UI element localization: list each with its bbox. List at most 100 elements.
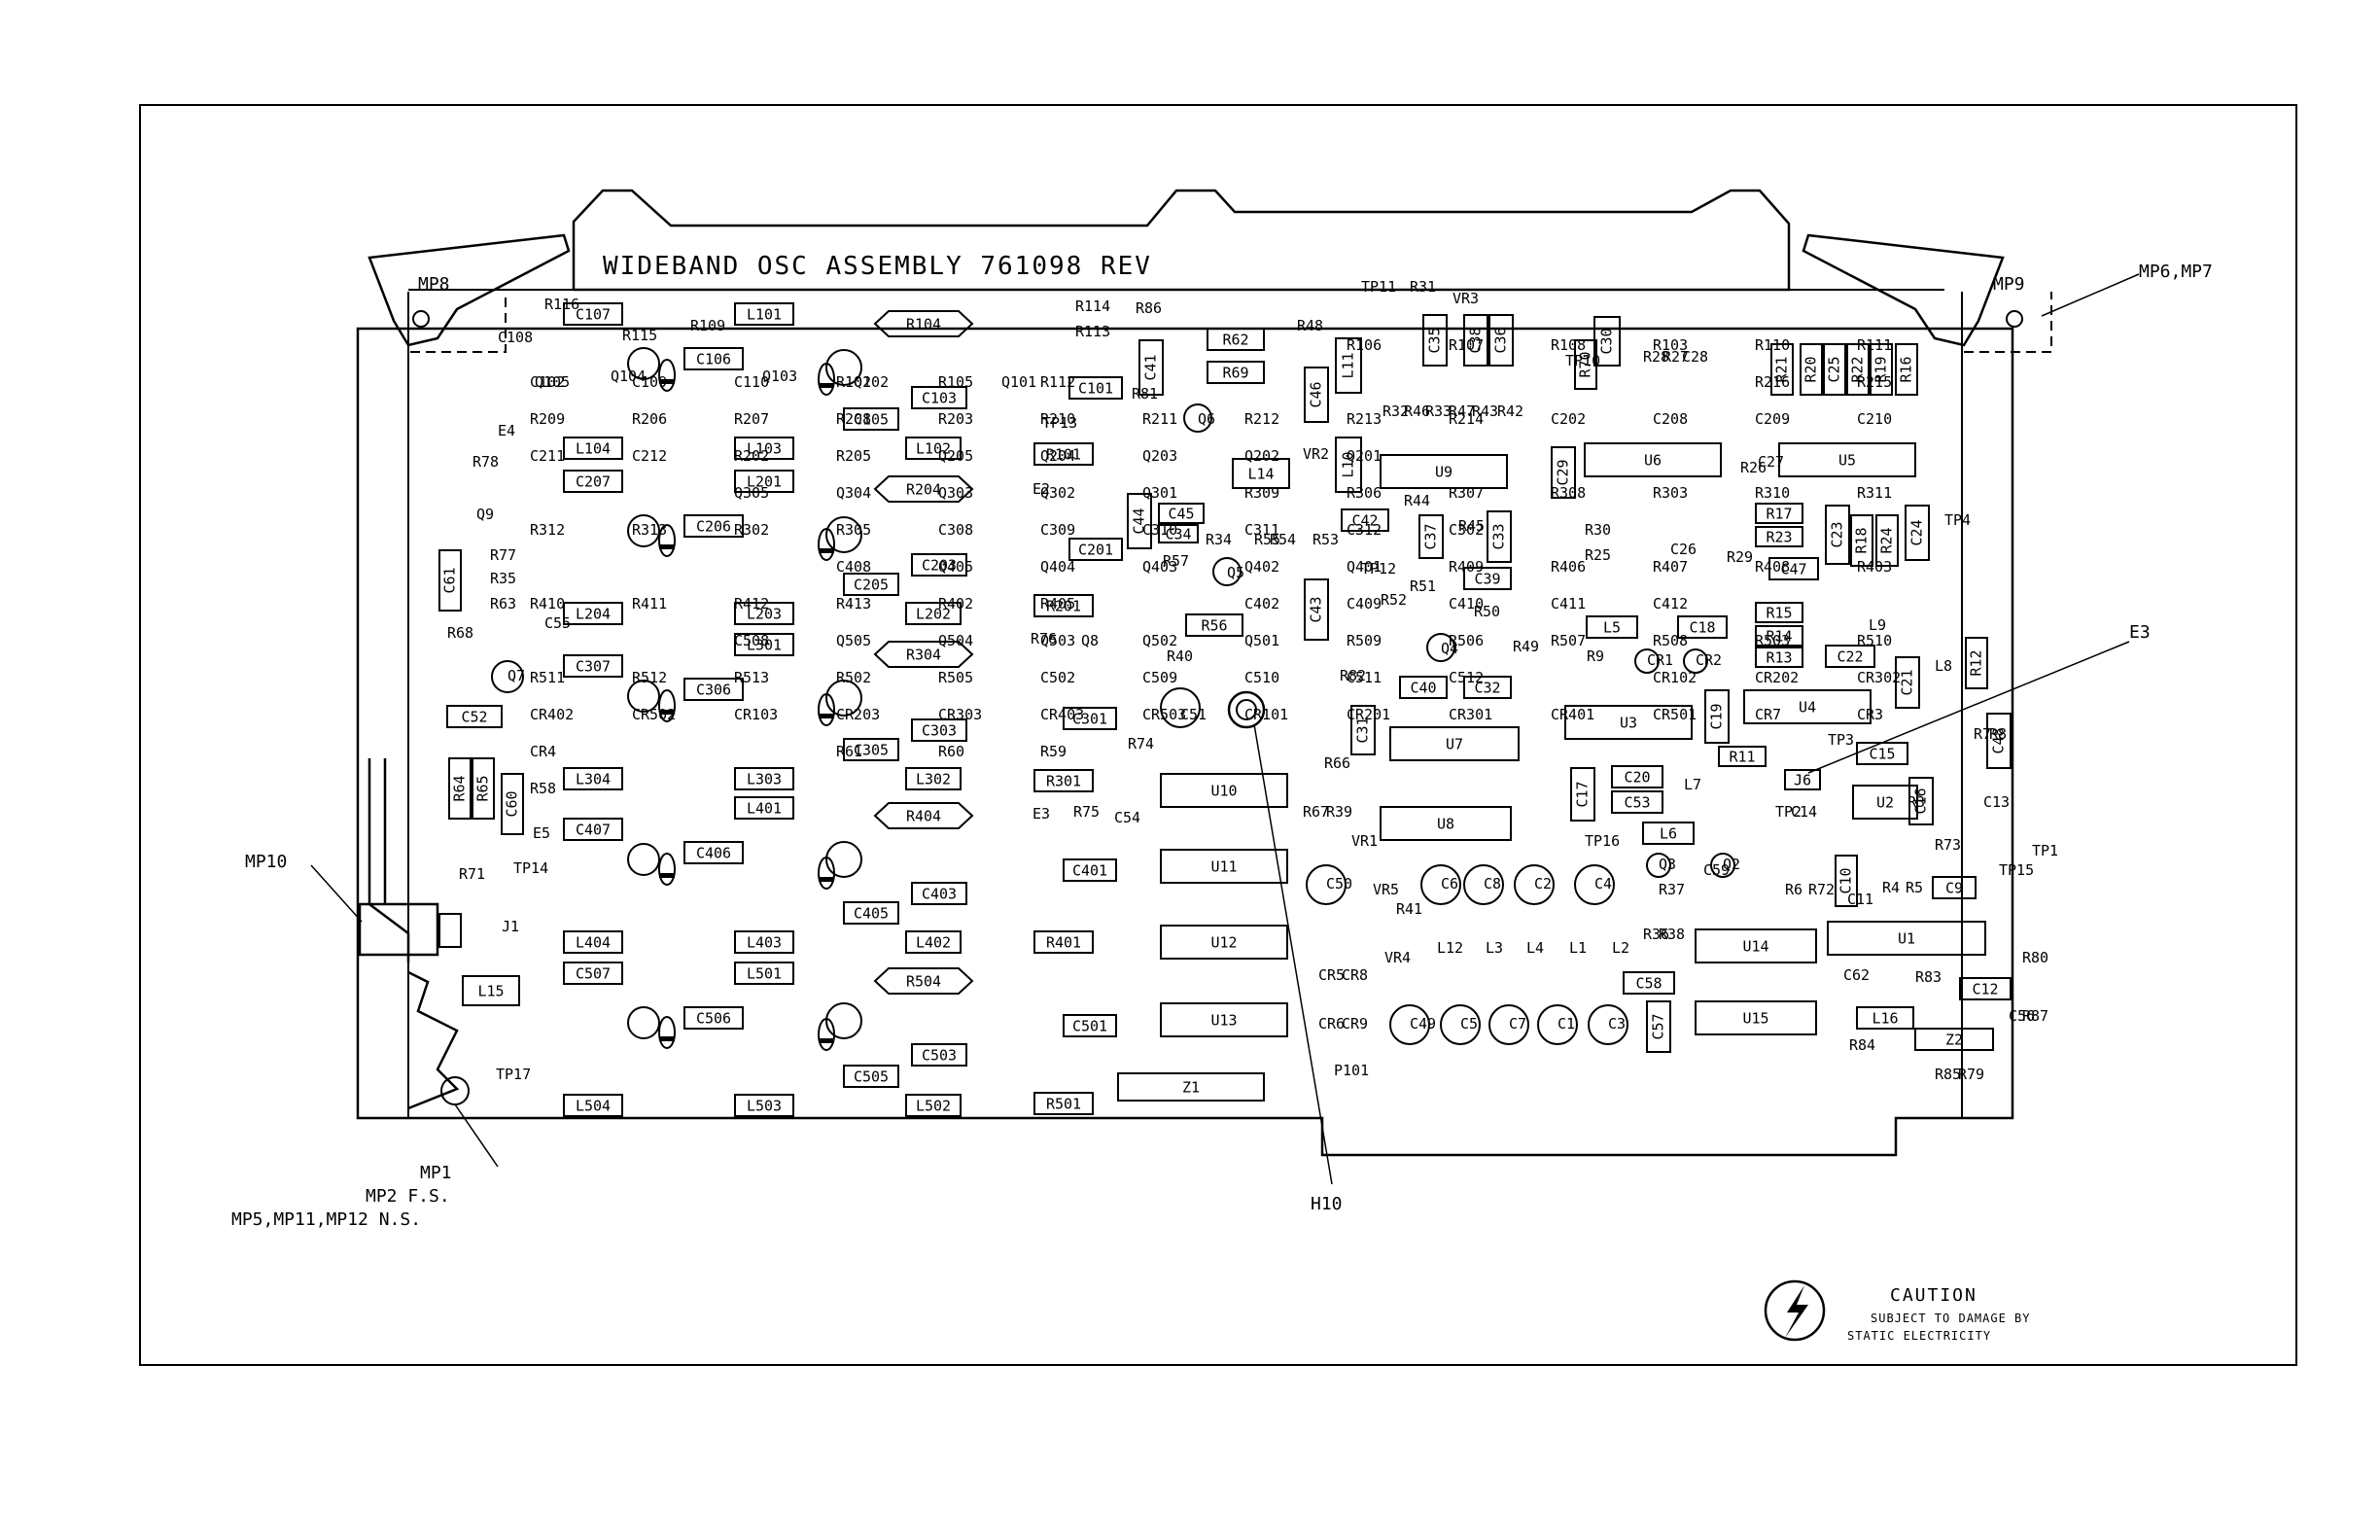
part-c503: C503 — [911, 1043, 967, 1067]
part-label: R301 — [1046, 773, 1081, 790]
ref-cr503: CR503 — [1142, 706, 1186, 723]
ref-r403: R403 — [1857, 558, 1892, 576]
left-dashed-corner — [407, 292, 507, 353]
part-label: R404 — [906, 808, 941, 825]
part-label: R22 — [1849, 356, 1867, 382]
ref-r73: R73 — [1935, 836, 1961, 854]
ref-tp10: TP10 — [1565, 352, 1600, 369]
part-label: R64 — [451, 775, 469, 801]
ref-q3: Q3 — [1659, 856, 1676, 873]
ref-c410: C410 — [1449, 595, 1484, 612]
diode-part — [818, 528, 835, 561]
part-label: R20 — [1802, 356, 1820, 382]
part-label: L5 — [1603, 619, 1621, 637]
part-l101: L101 — [734, 302, 794, 326]
ref-cr202: CR202 — [1755, 669, 1799, 686]
part-label: C307 — [576, 658, 611, 676]
part-r104: R104 — [873, 310, 974, 337]
ref-r410: R410 — [530, 595, 565, 612]
ref-q6: Q6 — [1198, 410, 1215, 428]
ref-r313: R313 — [632, 521, 667, 539]
part-label: R11 — [1729, 749, 1755, 766]
part-label: C45 — [1168, 506, 1194, 523]
part-r15: R15 — [1755, 602, 1803, 623]
round-part — [1646, 853, 1671, 878]
part-label: C40 — [1410, 680, 1436, 697]
part-label: U11 — [1210, 858, 1237, 876]
part-label: R201 — [1046, 598, 1081, 615]
part-r65: R65 — [472, 757, 495, 820]
ref-p101: P101 — [1334, 1062, 1369, 1079]
part-label: C301 — [1072, 711, 1107, 728]
ejector-right — [1802, 233, 2005, 347]
part-c44: C44 — [1127, 493, 1152, 549]
ref-r84: R84 — [1849, 1036, 1875, 1054]
ref-r46: R46 — [1404, 402, 1430, 420]
leader-mp10 — [310, 864, 363, 923]
part-label: R24 — [1878, 527, 1896, 553]
connector-j1-plug — [438, 913, 462, 948]
part-c40: C40 — [1399, 676, 1448, 699]
part-label: C43 — [1308, 596, 1325, 622]
part-c57: C57 — [1646, 1000, 1671, 1053]
round-part — [1389, 1004, 1430, 1045]
ref-r32: R32 — [1382, 402, 1409, 420]
part-c36: C36 — [1488, 314, 1514, 367]
ref-c509: C509 — [1142, 669, 1177, 686]
part-label: C37 — [1422, 523, 1440, 549]
part-c101: C101 — [1068, 376, 1123, 400]
part-j6: J6 — [1784, 769, 1821, 790]
ref-cr502: CR502 — [632, 706, 676, 723]
ref-r211: R211 — [1142, 410, 1177, 428]
ref-r506: R506 — [1449, 632, 1484, 649]
part-c33: C33 — [1487, 510, 1512, 563]
ref-r509: R509 — [1347, 632, 1382, 649]
ref-cr101: CR101 — [1244, 706, 1288, 723]
part-l11: L11 — [1335, 337, 1362, 394]
ref-e4: E4 — [498, 422, 515, 439]
part-r304: R304 — [873, 641, 974, 668]
part-label: R304 — [906, 647, 941, 664]
ref-r47: R47 — [1449, 402, 1475, 420]
part-label: C205 — [854, 577, 889, 594]
ref-c211: C211 — [530, 447, 565, 465]
round-part — [1420, 864, 1461, 905]
part-label: C33 — [1490, 523, 1508, 549]
part-c303: C303 — [911, 718, 967, 742]
ref-q302: Q302 — [1040, 484, 1075, 502]
connector-j1-body — [358, 902, 439, 957]
ref-q505: Q505 — [836, 632, 871, 649]
ref-c102: C102 — [530, 373, 565, 391]
ref-r113: R113 — [1075, 323, 1110, 340]
ref-q2: Q2 — [1723, 856, 1740, 873]
ref-tp16: TP16 — [1585, 832, 1620, 850]
part-r24: R24 — [1875, 514, 1899, 567]
right-dashed-corner — [1961, 292, 2052, 353]
ref-q105: Q105 — [535, 373, 570, 391]
ref-tp12: TP12 — [1361, 560, 1396, 578]
ref-cr4: CR4 — [530, 743, 556, 760]
part-r301: R301 — [1033, 769, 1094, 792]
ref-l8: L8 — [1935, 657, 1952, 675]
part-l302: L302 — [905, 767, 962, 790]
caution-title: CAUTION — [1890, 1285, 1978, 1306]
part-label: C101 — [1078, 380, 1113, 398]
part-l104: L104 — [563, 437, 623, 460]
part-c506: C506 — [683, 1006, 744, 1030]
round-part — [627, 1006, 660, 1039]
ref-c28: C28 — [1682, 348, 1708, 366]
ref-r50: R50 — [1474, 603, 1500, 620]
part-label: L101 — [747, 306, 782, 324]
part-label: L104 — [576, 440, 611, 458]
part-c42: C42 — [1341, 508, 1389, 532]
ref-q5: Q5 — [1227, 564, 1244, 581]
part-r62: R62 — [1207, 328, 1265, 351]
ref-r59: R59 — [1040, 743, 1067, 760]
round-part — [1440, 1004, 1481, 1045]
part-l402: L402 — [905, 930, 962, 954]
round-part — [627, 680, 660, 713]
ref-cr9: CR9 — [1342, 1015, 1368, 1032]
ref-cr301: CR301 — [1449, 706, 1492, 723]
part-l103: L103 — [734, 437, 794, 460]
ref-r310: R310 — [1755, 484, 1790, 502]
